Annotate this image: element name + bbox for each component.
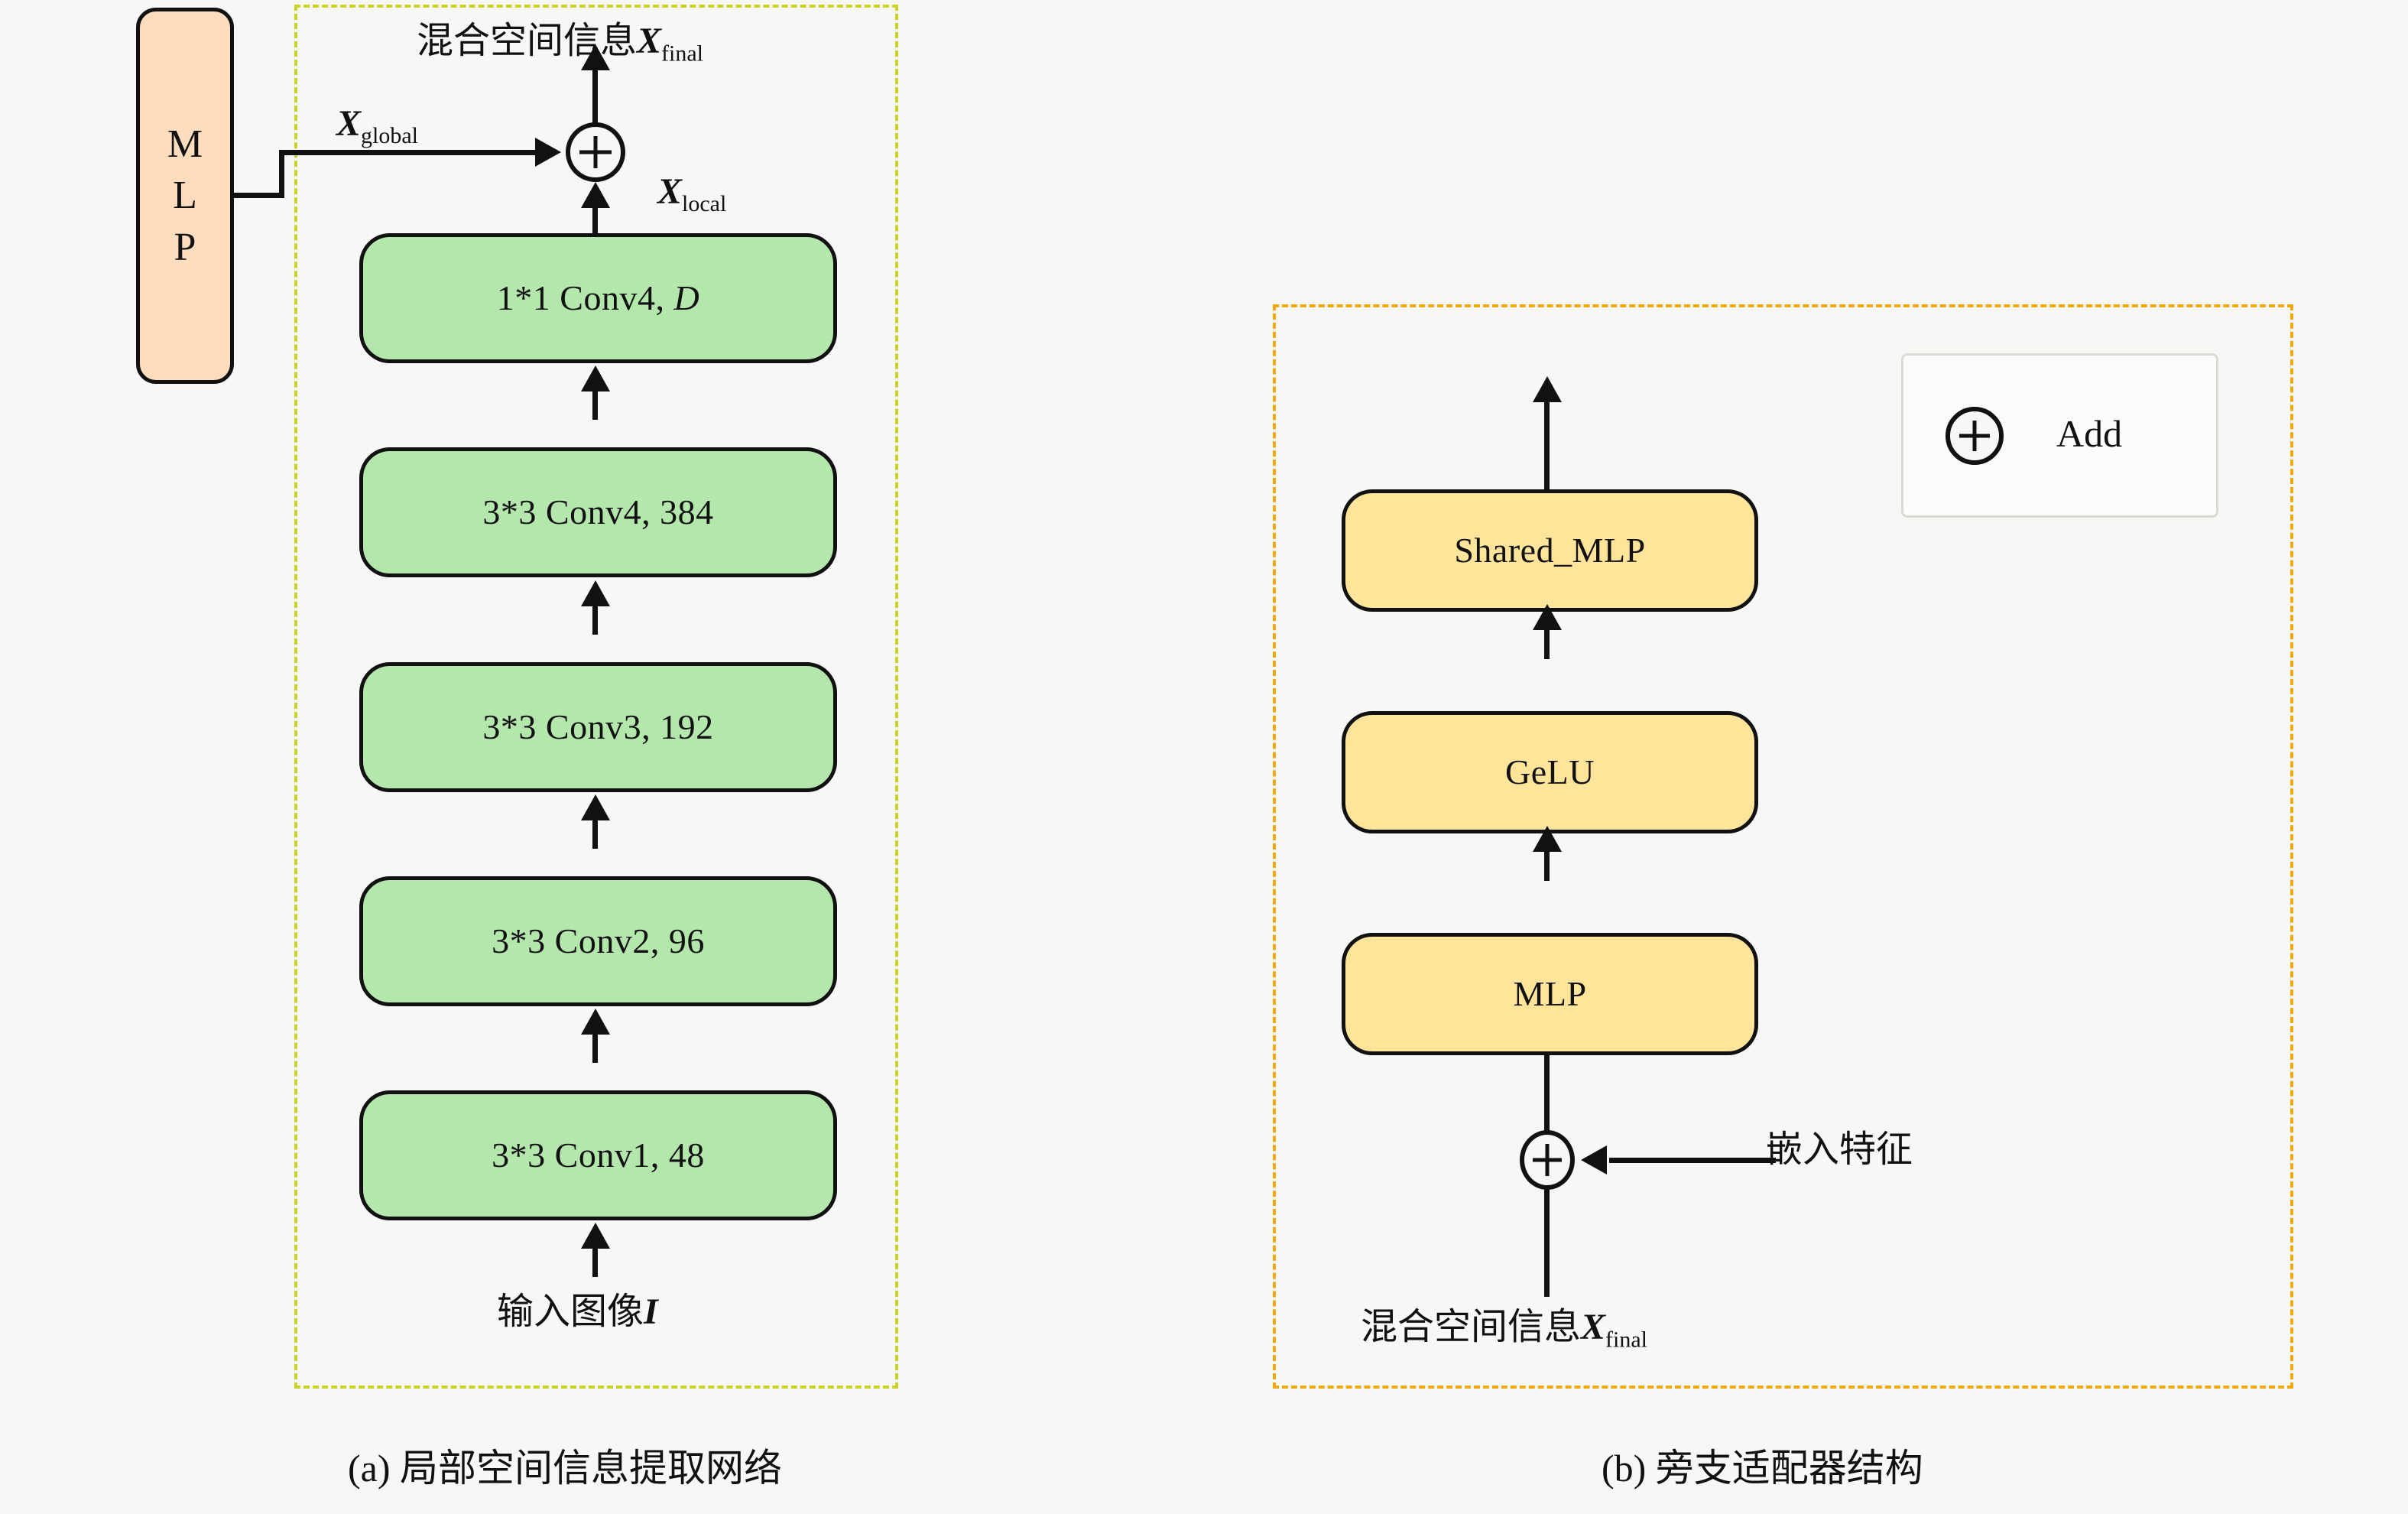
legend-add-label: Add xyxy=(2056,412,2123,455)
add-node-main[interactable] xyxy=(566,122,625,182)
add-node-adapter[interactable] xyxy=(1520,1130,1575,1190)
label-x-final-top: 混合空间信息Xfinal xyxy=(417,21,704,67)
conv4-to-convd-arrow-shaft xyxy=(592,372,598,420)
xlocal-arrow-head xyxy=(581,182,610,208)
conv-block-label: 3*3 Conv2, 96 xyxy=(492,921,705,961)
adapter-output-arrow-head xyxy=(1533,376,1562,402)
mlp-side-module[interactable]: M L P xyxy=(136,8,234,384)
conv4-to-convd-arrow-head xyxy=(581,366,610,391)
input-to-conv1-arrow-shaft xyxy=(592,1230,598,1277)
conv-block-label: 3*3 Conv4, 384 xyxy=(482,492,714,532)
xfinal-arrow-head xyxy=(581,44,610,70)
conv-block-conv3[interactable]: 3*3 Conv3, 192 xyxy=(359,662,837,792)
mlp-elbow-segment-v xyxy=(279,150,284,198)
add-to-mlp-line xyxy=(1544,1055,1550,1132)
adapter-output-arrow-shaft xyxy=(1544,382,1550,489)
xfinal-input-line xyxy=(1544,1188,1550,1297)
xfinal-arrow-shaft xyxy=(592,47,598,124)
caption-panel-b: (b) 旁支适配器结构 xyxy=(1602,1447,1923,1490)
gelu-to-sharedmlp-arrow-shaft xyxy=(1544,610,1550,659)
adapter-block-mlp[interactable]: MLP xyxy=(1342,933,1758,1055)
conv-block-label: 3*3 Conv3, 192 xyxy=(482,707,714,747)
conv-block-conv4-3x3[interactable]: 3*3 Conv4, 384 xyxy=(359,447,837,577)
conv-block-label: 1*1 Conv4, D xyxy=(496,278,700,318)
mlp-letter-l: L xyxy=(173,174,197,218)
label-x-local: Xlocal xyxy=(657,171,727,216)
conv2-to-conv3-arrow-shaft xyxy=(592,801,598,849)
caption-panel-a: (a) 局部空间信息提取网络 xyxy=(348,1447,782,1490)
conv1-to-conv2-arrow-shaft xyxy=(592,1015,598,1063)
mlp-to-gelu-arrow-head xyxy=(1533,826,1562,852)
label-input-image: 输入图像I xyxy=(497,1291,658,1332)
mlp-letter-m: M xyxy=(167,122,203,166)
embed-arrow-head xyxy=(1581,1145,1607,1174)
gelu-to-sharedmlp-arrow-head xyxy=(1533,604,1562,630)
adapter-block-label: MLP xyxy=(1513,974,1587,1014)
conv-block-conv2[interactable]: 3*3 Conv2, 96 xyxy=(359,876,837,1006)
adapter-block-gelu[interactable]: GeLU xyxy=(1342,711,1758,833)
embed-arrow-shaft xyxy=(1609,1158,1776,1163)
conv1-to-conv2-arrow-head xyxy=(581,1009,610,1035)
panel-b-dashed-frame xyxy=(1273,304,2293,1389)
conv-block-conv1[interactable]: 3*3 Conv1, 48 xyxy=(359,1090,837,1220)
label-embedding-feature: 嵌入特征 xyxy=(1766,1129,1913,1170)
conv-block-conv4-1x1[interactable]: 1*1 Conv4, D xyxy=(359,233,837,363)
conv-block-label: 3*3 Conv1, 48 xyxy=(492,1136,705,1175)
xlocal-arrow-shaft xyxy=(592,188,598,236)
label-x-global: Xglobal xyxy=(336,103,419,148)
adapter-block-label: Shared_MLP xyxy=(1454,531,1646,570)
xglobal-arrow-shaft xyxy=(279,150,539,155)
mlp-to-gelu-arrow-shaft xyxy=(1544,832,1550,881)
adapter-block-shared-mlp[interactable]: Shared_MLP xyxy=(1342,489,1758,612)
adapter-block-label: GeLU xyxy=(1505,752,1595,792)
input-to-conv1-arrow-head xyxy=(581,1223,610,1249)
label-x-final-panel-b: 混合空间信息Xfinal xyxy=(1361,1307,1648,1353)
xglobal-arrow-head xyxy=(535,138,561,167)
conv3-to-conv4-arrow-head xyxy=(581,580,610,606)
legend-add-icon xyxy=(1946,407,2004,465)
conv2-to-conv3-arrow-head xyxy=(581,794,610,820)
panel-a-dashed-frame xyxy=(294,5,898,1389)
mlp-letter-p: P xyxy=(174,225,196,269)
mlp-elbow-segment-h1 xyxy=(234,193,284,198)
conv3-to-conv4-arrow-shaft xyxy=(592,587,598,635)
